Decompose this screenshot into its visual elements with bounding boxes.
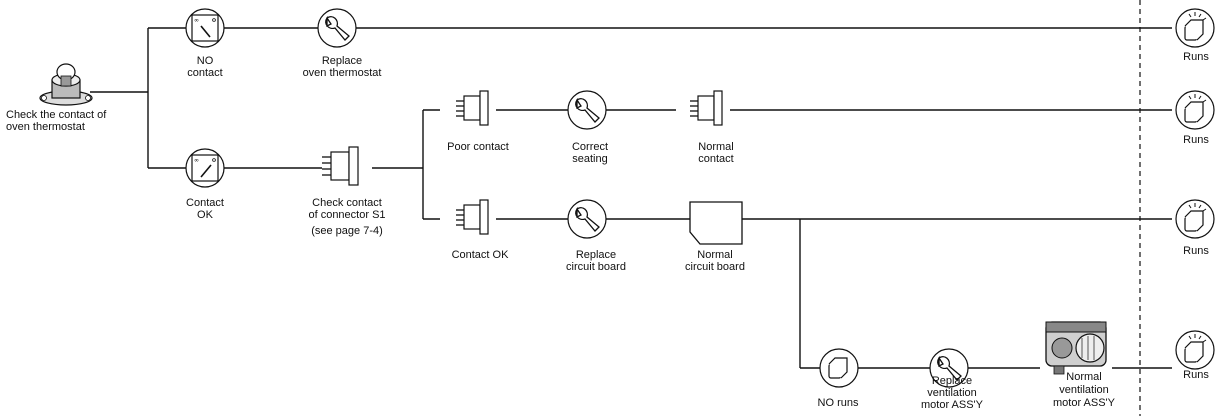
check-connector-line1: Check contact <box>312 197 382 209</box>
result-runs-4: Runs <box>1183 369 1209 381</box>
no-runs-label: NO runs <box>818 397 859 409</box>
replace-thermostat-line2: oven thermostat <box>303 67 382 79</box>
wrench-icon <box>567 199 607 239</box>
check-connector-line3: (see page 7-4) <box>311 225 383 237</box>
correct-seating-line2: seating <box>572 153 607 165</box>
normal-contact-line2: contact <box>698 153 733 165</box>
wrench-icon <box>567 90 607 130</box>
meter-no-contact-icon <box>185 8 225 48</box>
result-runs-1: Runs <box>1183 51 1209 63</box>
contact-ok-line2: OK <box>197 209 214 221</box>
correct-seating-line1: Correct <box>572 141 608 153</box>
normal-board-line2: circuit board <box>685 261 745 273</box>
replace-motor-line2: ventilation <box>927 387 977 399</box>
result-runs-2: Runs <box>1183 134 1209 146</box>
runs-icon <box>1175 8 1215 48</box>
replace-board-line2: circuit board <box>566 261 626 273</box>
replace-motor-line1: Replace <box>932 375 972 387</box>
oven-thermostat-icon <box>39 63 93 106</box>
connector-s1-icon <box>321 146 359 186</box>
connector-poor-icon <box>455 90 489 126</box>
no-contact-line1: NO <box>197 55 214 67</box>
poor-contact-label: Poor contact <box>447 141 509 153</box>
runs-icon <box>1175 199 1215 239</box>
check-connector-line2: of connector S1 <box>308 209 385 221</box>
connector-ok-icon <box>455 199 489 235</box>
runs-icon <box>1175 90 1215 130</box>
normal-motor-line2: ventilation <box>1059 384 1109 396</box>
normal-motor-line3: motor ASS'Y <box>1053 397 1116 409</box>
start-label-line1: Check the contact of <box>6 109 107 121</box>
contact-ok-line1: Contact <box>186 197 224 209</box>
result-runs-3: Runs <box>1183 245 1209 257</box>
normal-board-line1: Normal <box>697 249 732 261</box>
contact-ok-path-label: Contact OK <box>452 249 510 261</box>
start-label-line2: oven thermostat <box>6 121 85 133</box>
normal-motor-line1: Normal <box>1066 371 1101 383</box>
no-contact-line2: contact <box>187 67 222 79</box>
replace-thermostat-line1: Replace <box>322 55 362 67</box>
connection-lines <box>90 27 1172 369</box>
connector-normal-icon <box>689 90 723 126</box>
normal-contact-line1: Normal <box>698 141 733 153</box>
circuit-board-icon <box>689 201 743 245</box>
replace-motor-line3: motor ASS'Y <box>921 399 984 411</box>
no-runs-icon <box>819 348 859 388</box>
replace-board-line1: Replace <box>576 249 616 261</box>
ventilation-motor-icon <box>1045 321 1107 375</box>
runs-icon <box>1175 330 1215 370</box>
meter-contact-ok-icon <box>185 148 225 188</box>
wrench-icon <box>317 8 357 48</box>
